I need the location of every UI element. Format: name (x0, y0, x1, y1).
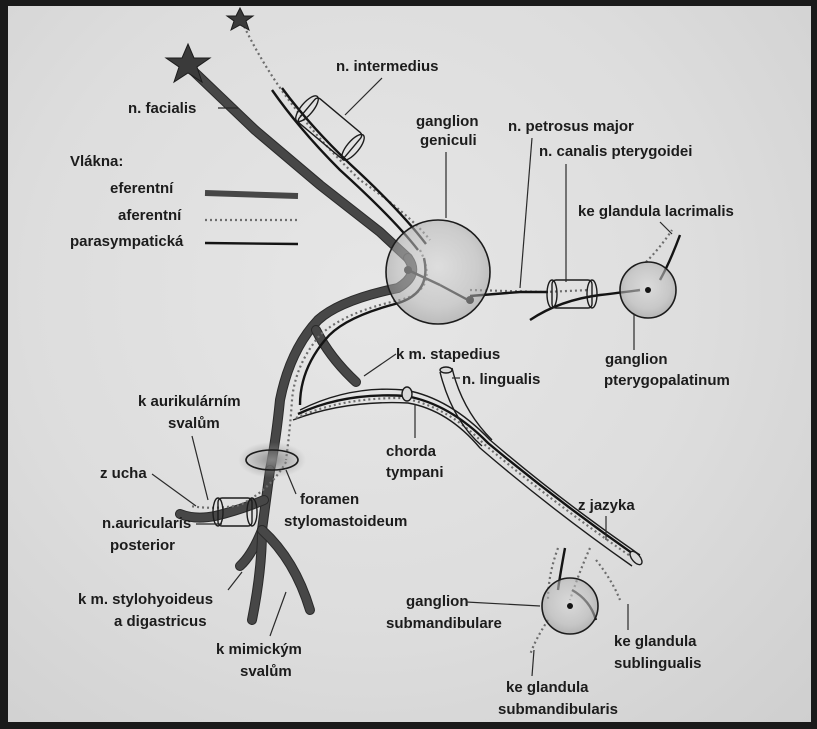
chorda-tympani-edge-2 (293, 403, 632, 566)
label-k-stylohyoideus-1: k m. stylohyoideus (78, 591, 213, 608)
leader-ganglion-submandibulare (466, 602, 540, 606)
legend-efferent-swatch (205, 193, 298, 196)
leader-n-intermedius (345, 78, 382, 115)
label-foramen-1: foramen (300, 491, 359, 508)
label-k-aurikularnim-2: svalům (168, 415, 220, 432)
label-z-ucha: z ucha (100, 465, 147, 482)
legend-afferent-label: aferentní (118, 207, 182, 224)
chorda-cut-end (402, 387, 412, 401)
foramen-glow (238, 442, 306, 478)
label-k-mimickym-1: k mimickým (216, 641, 302, 658)
label-n-lingualis: n. lingualis (462, 371, 540, 388)
pterygopalatine-synapse-dot (645, 287, 651, 293)
label-z-jazyka: z jazyka (578, 497, 635, 514)
label-n-canalis-pterygoidei: n. canalis pterygoidei (539, 143, 692, 160)
chorda-tympani-edge-1 (300, 389, 640, 555)
leader-ke-glandula-submandibularis (532, 650, 534, 676)
label-foramen-2: stylomastoideum (284, 513, 407, 530)
label-ke-glandula-submandibularis-1: ke glandula (506, 679, 589, 696)
legend-parasympathetic-label: parasympatická (70, 233, 184, 250)
sensory-neuron-star (227, 8, 253, 30)
intermedius-afferent (242, 22, 430, 240)
label-n-facialis: n. facialis (128, 100, 196, 117)
label-k-stylohyoideus-2: a digastricus (114, 613, 207, 630)
label-k-mimickym-2: svalům (240, 663, 292, 680)
label-n-auricularis-2: posterior (110, 537, 175, 554)
stapedius-branch (316, 330, 356, 382)
leader-k-aurikularnim (192, 436, 208, 500)
label-ke-glandula-sublingualis-2: sublingualis (614, 655, 702, 672)
label-ke-glandula-sublingualis-1: ke glandula (614, 633, 697, 650)
label-ganglion-geniculi-1: ganglion (416, 113, 479, 130)
sublingual-gland-afferent (596, 560, 620, 600)
label-chorda-tympani-1: chorda (386, 443, 437, 460)
label-ganglion-pterygopalatinum-1: ganglion (605, 351, 668, 368)
leader-k-mimickym (270, 592, 286, 636)
lacrimal-afferent (646, 230, 672, 262)
leader-k-stylohyoideus (228, 572, 242, 590)
label-chorda-tympani-2: tympani (386, 464, 444, 481)
submandibular-afferent-2 (530, 620, 548, 655)
legend: Vlákna: eferentní aferentní parasympatic… (70, 153, 298, 250)
leader-z-ucha (152, 474, 196, 506)
label-ganglion-submandibulare-2: submandibulare (386, 615, 502, 632)
leader-k-m-stapedius (364, 354, 396, 376)
submandibular-synapse-dot (567, 603, 573, 609)
label-ganglion-geniculi-2: geniculi (420, 132, 477, 149)
label-k-m-stapedius: k m. stapedius (396, 346, 500, 363)
legend-parasympathetic-swatch (205, 243, 298, 244)
label-n-auricularis-1: n.auricularis (102, 515, 191, 532)
label-ke-glandula-submandibularis-2: submandibularis (498, 701, 618, 718)
label-ganglion-pterygopalatinum-2: pterygopalatinum (604, 372, 730, 389)
efferent-fibers (180, 66, 412, 620)
label-ganglion-submandibulare-1: ganglion (406, 593, 469, 610)
legend-title: Vlákna: (70, 153, 123, 170)
legend-efferent-label: eferentní (110, 180, 174, 197)
lingual-cut-end (440, 367, 452, 373)
chorda-lingual-tube (293, 367, 644, 567)
label-n-petrosus-major: n. petrosus major (508, 118, 634, 135)
ganglion-geniculi (386, 220, 490, 324)
facialis-trunk (188, 66, 408, 258)
label-n-intermedius: n. intermedius (336, 58, 439, 75)
label-k-aurikularnim-1: k aurikulárním (138, 393, 241, 410)
intermedius-para-1 (272, 90, 418, 250)
mimic-branch-right (262, 530, 310, 610)
petrosus-sleeve (547, 280, 597, 308)
leader-n-petrosus-major (520, 138, 532, 288)
label-ke-glandula-lacrimalis: ke glandula lacrimalis (578, 203, 734, 220)
leader-ke-glandula-lacrimalis (660, 222, 672, 234)
